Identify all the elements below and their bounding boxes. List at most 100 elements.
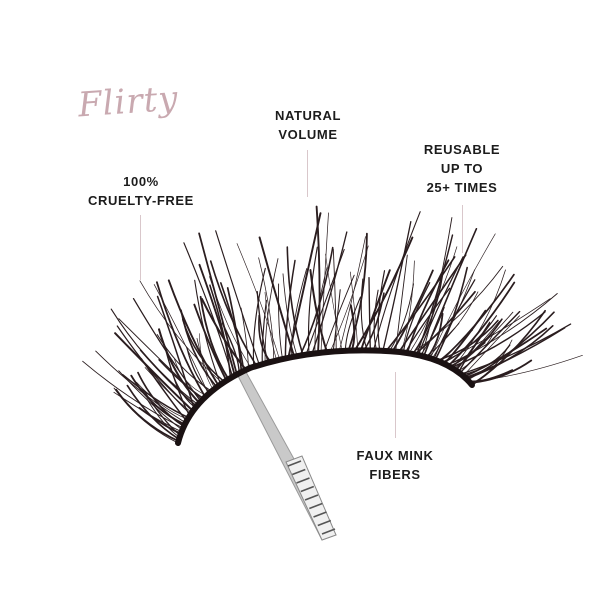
lash-hair [258,314,272,363]
tweezer-ridge [300,485,315,493]
lash-hair [417,256,464,356]
leader-line [395,372,396,438]
lash-hair [114,332,194,412]
lash-hair [373,289,379,352]
lash-hair [110,308,199,406]
lash-hair [82,360,184,429]
feature-line: VOLUME [278,127,338,142]
lash-hair [447,281,516,367]
lash-hair [193,303,228,382]
lash-hair [462,315,520,377]
lash-hair [359,269,391,352]
feature-line: NATURAL [274,108,342,123]
lash-hair [215,230,260,366]
lash-hair [360,278,368,351]
lash-hair [323,274,355,353]
lash-hair [421,217,453,357]
lash-hair [402,282,431,354]
lash-hair [382,221,412,352]
lash-hair [158,359,205,400]
lash-hair [395,254,408,353]
feature-natural-volume: NATURAL VOLUME [258,106,358,144]
lash-hair [278,283,283,360]
lash-hair [332,248,337,352]
lash-hair [325,253,343,352]
lash-hair [258,236,296,358]
lash-hair [198,263,236,377]
lash-hair [199,295,230,381]
lash-hair [452,269,506,369]
lash-hair [186,347,211,394]
lash-hair [158,328,201,404]
lash-hair [201,298,247,371]
lash-hair [282,273,298,357]
lash-hair [385,256,456,352]
lash-hair [252,267,266,368]
lash-hair [307,246,318,355]
lash-hair [219,282,245,372]
lash-hair [209,260,258,367]
tweezer-ridge [313,511,327,518]
lash-hair [368,277,371,352]
lash-hair [181,318,226,383]
lash-hair [311,231,348,355]
tweezer-ridge [317,519,332,527]
lash-hair [130,374,186,426]
feature-line: CRUELTY-FREE [88,193,194,208]
leader-line [462,205,463,253]
lash-hair [174,359,208,396]
lash-hair [156,334,213,392]
lash-hair [315,205,321,354]
lash-hair [454,320,500,371]
feature-line: UP TO [440,161,484,176]
lash-hair [258,257,275,362]
lash-hair [320,212,329,354]
tweezer-ridge [321,528,336,535]
lash-hair [137,371,185,428]
lash-hair [422,227,478,358]
lash-hair [153,284,209,395]
lash-hair [196,338,216,389]
lash-hair [309,269,328,353]
lash-hair [415,234,454,356]
tweezer-ridge [309,502,323,510]
lash-hair [470,339,513,385]
lash-hair [198,232,238,376]
lash-hair [95,350,187,424]
tweezer-ridge [292,468,306,476]
lash-hair [388,283,414,352]
leader-line [307,150,308,197]
lash-hair [287,212,322,359]
lash-hair [121,373,190,419]
tweezer-ridge [304,494,319,501]
lash-hair [448,318,503,368]
lash-hair [136,381,188,420]
eyelash-strip-icon [82,205,583,446]
feature-reusable: REUSABLE UP TO 25+ TIMES [412,140,512,197]
lash-hair [372,211,421,352]
lash-hair [344,296,362,352]
feature-faux-mink: FAUX MINK FIBERS [345,446,445,484]
lash-hair [468,354,583,383]
feature-line: 100% [123,174,159,189]
tweezer-ridge [296,477,310,484]
feature-line: FIBERS [369,467,421,482]
lash-hair [410,265,504,355]
lash-hair [332,289,341,353]
lash-hair [353,236,414,352]
lash-hair [115,388,180,443]
lash-hair [144,367,193,413]
tweezers-icon [237,371,337,541]
lash-hair [286,246,304,356]
lash-hair [349,271,359,351]
feature-line: REUSABLE [423,142,501,157]
lash-hair [209,276,252,369]
lash-hair [471,309,546,386]
lash-hair [457,322,492,374]
lash-hair [116,325,192,415]
lash-hair [377,270,386,352]
lash-hair [443,309,487,365]
lash-hair [453,311,514,370]
